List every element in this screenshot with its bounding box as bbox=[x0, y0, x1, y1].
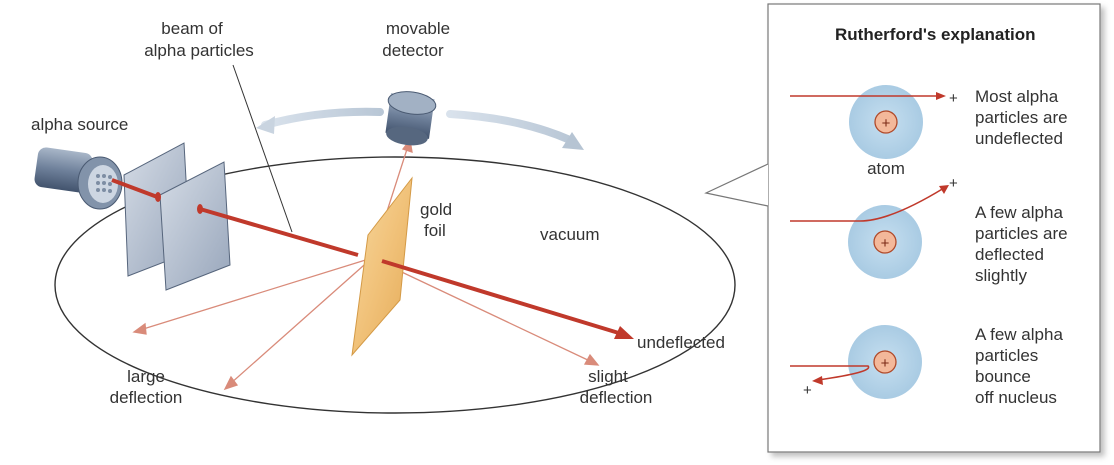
particle-path bbox=[790, 365, 870, 381]
alpha-source bbox=[34, 147, 123, 210]
case1-line2: particles are bbox=[975, 108, 1068, 127]
case3-line1: A few alpha bbox=[975, 325, 1063, 344]
case3-line4: off nucleus bbox=[975, 388, 1057, 407]
nucleus-plus: + bbox=[881, 235, 890, 252]
beam-label-line1: beam of bbox=[161, 19, 223, 38]
undeflected-beam bbox=[381, 259, 623, 336]
nucleus-plus: + bbox=[881, 355, 890, 372]
rotation-arrowhead-right bbox=[562, 132, 584, 150]
case3-line3: bounce bbox=[975, 367, 1031, 386]
particle-path bbox=[790, 187, 945, 222]
case2-line2: particles are bbox=[975, 224, 1068, 243]
case1-line1: Most alpha bbox=[975, 87, 1059, 106]
case2-line3: deflected bbox=[975, 245, 1044, 264]
atom-case-slight-deflection: + + bbox=[790, 175, 958, 279]
alpha-particle-plus: + bbox=[949, 175, 958, 192]
alpha-beam bbox=[199, 207, 359, 257]
atom-case-bounce: + + bbox=[790, 325, 922, 399]
atom-case-undeflected: + + bbox=[790, 85, 958, 159]
nucleus-plus: + bbox=[882, 115, 891, 132]
beam-label-pointer bbox=[232, 64, 293, 233]
undeflected-label: undeflected bbox=[637, 333, 725, 352]
rotation-arrowhead-left bbox=[256, 116, 275, 134]
case3-line2: particles bbox=[975, 346, 1038, 365]
vacuum-chamber-ellipse bbox=[54, 156, 736, 414]
large-deflection-label-line1: large bbox=[127, 367, 165, 386]
vacuum-label: vacuum bbox=[540, 225, 600, 244]
alpha-particle-plus: + bbox=[803, 382, 812, 399]
gold-foil-label-line1: gold bbox=[420, 200, 452, 219]
nucleus bbox=[873, 350, 897, 374]
scattered-rays bbox=[132, 138, 600, 391]
large-deflection-label-line2: deflection bbox=[110, 388, 183, 407]
detector-rotation-arrow-left bbox=[261, 107, 384, 129]
undeflected-beam-arrowhead bbox=[614, 326, 634, 339]
atom-label: atom bbox=[867, 159, 905, 178]
alpha-beam-source-segment bbox=[111, 178, 161, 200]
slight-deflection-label-line2: deflection bbox=[580, 388, 653, 407]
explanation-title: Rutherford's explanation bbox=[835, 25, 1036, 44]
detector-label-line2: detector bbox=[382, 41, 444, 60]
gold-foil bbox=[351, 176, 413, 357]
case1-line3: undeflected bbox=[975, 129, 1063, 148]
beam-label-line2: alpha particles bbox=[144, 41, 254, 60]
slight-deflection-label-line1: slight bbox=[588, 367, 628, 386]
alpha-particle-plus: + bbox=[949, 90, 958, 107]
explanation-callout bbox=[704, 3, 1101, 453]
detector-label-line1: movable bbox=[386, 19, 450, 38]
nucleus bbox=[874, 110, 898, 134]
case2-line4: slightly bbox=[975, 266, 1027, 285]
nucleus bbox=[873, 230, 897, 254]
gold-foil-label-line2: foil bbox=[424, 221, 446, 240]
case2-line1: A few alpha bbox=[975, 203, 1063, 222]
detector-rotation-arrow-right bbox=[446, 110, 574, 144]
collimator-screen-front bbox=[159, 161, 231, 291]
alpha-source-label: alpha source bbox=[31, 115, 128, 134]
movable-detector bbox=[385, 91, 437, 146]
